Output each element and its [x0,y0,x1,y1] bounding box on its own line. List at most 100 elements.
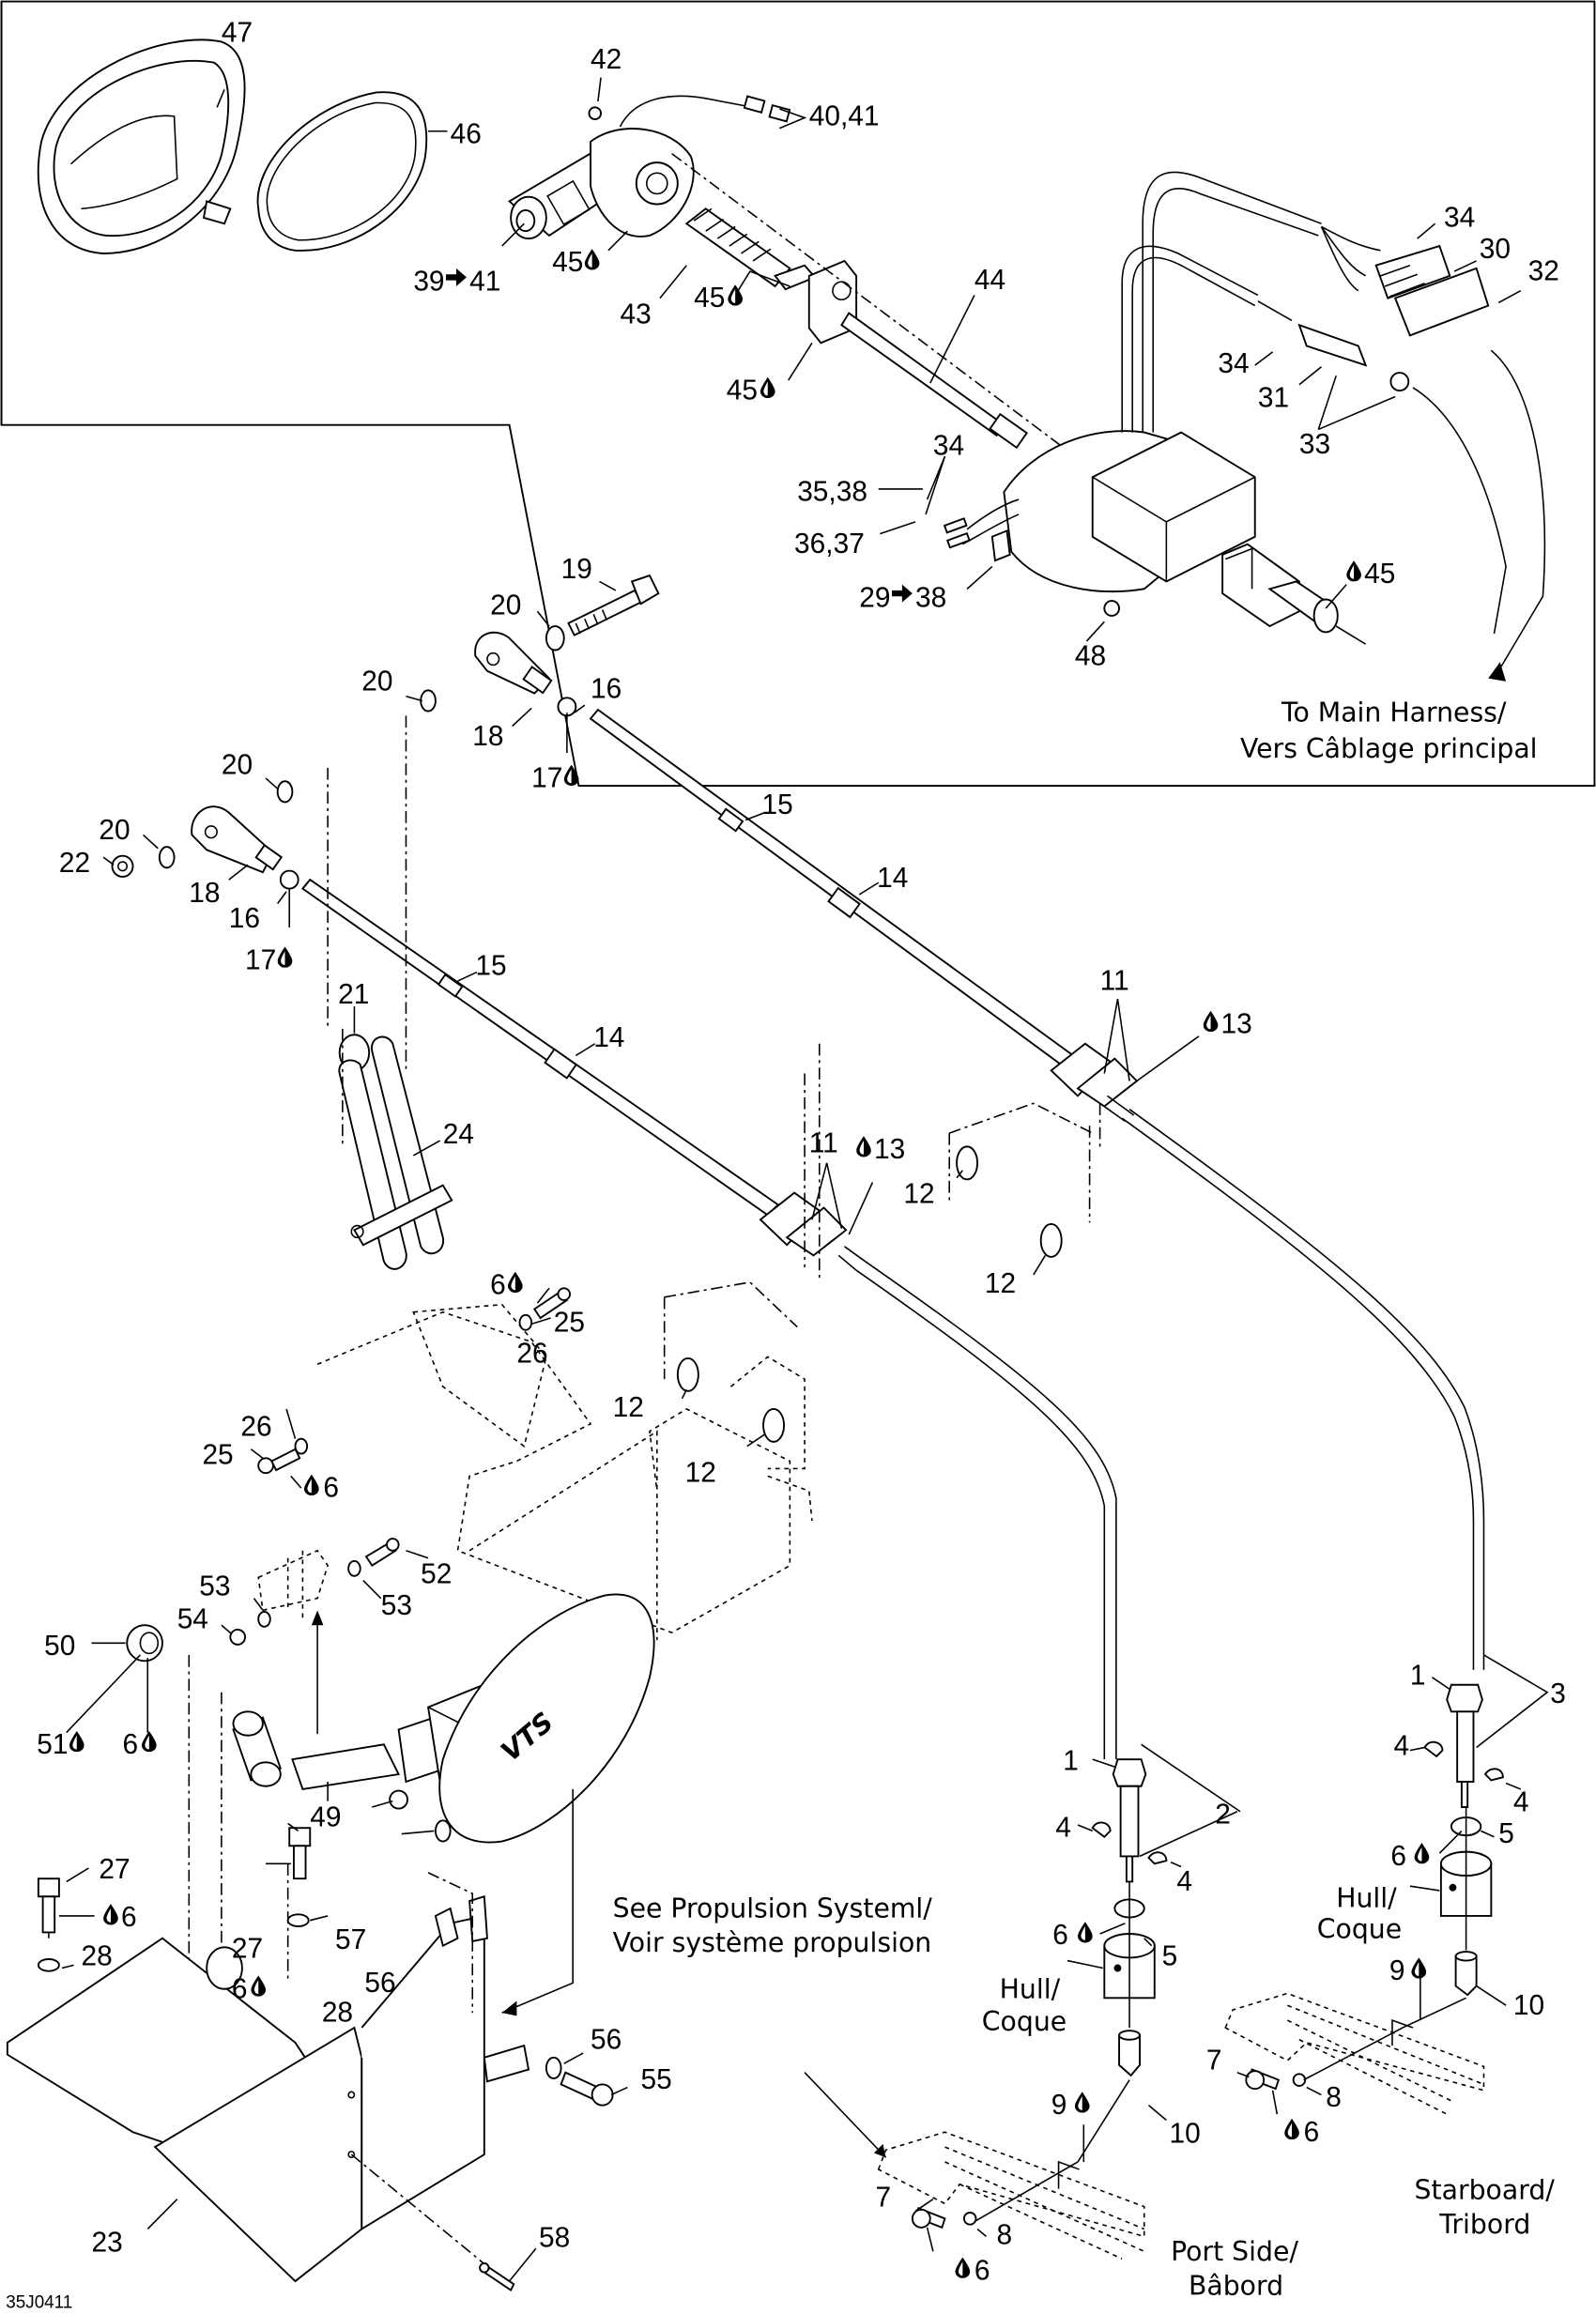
callout-20-b: 20 [361,666,392,697]
callout-43: 43 [620,299,651,330]
callout-9-b: 9 [1389,1955,1427,1986]
leader-lines [58,77,1522,2282]
callout-45-d: 45 [1346,559,1395,590]
callout-6-f: 6 [1052,1920,1093,1951]
callout-4-a: 4 [1055,1813,1071,1844]
part-52-bolt [364,1538,400,1567]
part-53-washer-a [347,1559,361,1577]
drop-icon [1284,2118,1299,2140]
drop-icon [563,764,579,787]
callout-27-a: 27 [99,1854,130,1885]
drawing-code: 35J0411 [6,2293,72,2313]
callout-6-c: 6 [123,1729,157,1760]
svg-text:6: 6 [232,1973,248,2004]
svg-text:6: 6 [1390,1841,1406,1872]
note-propulsion-en: See Propulsion Systeml/ [613,1893,933,1923]
part-56-washer-a [434,1819,452,1843]
svg-text:6: 6 [490,1269,506,1300]
callout-4-d: 4 [1513,1787,1529,1818]
callout-25-a: 25 [554,1307,585,1338]
callout-19: 19 [561,554,592,585]
part-53-washer-b [257,1610,271,1628]
drop-icon [251,1975,267,1997]
part-18-rod-end-b [191,805,284,874]
callout-6-d: 6 [103,1902,137,1933]
part-27-bolt-a [37,1877,60,1934]
drop-icon [1078,1922,1093,1943]
callout-29-to-38: 29 38 [859,582,946,613]
note-hull-port-en: Hull/ [1000,1973,1061,2004]
callout-45-b: 45 [694,283,744,314]
drop-icon [303,1474,319,1496]
callout-6-e: 6 [232,1973,267,2004]
part-12-washer-c [676,1356,699,1392]
callout-7-b: 7 [1206,2045,1222,2076]
callout-26-a: 26 [516,1339,547,1370]
part-15-14-cable-b [301,878,1117,1760]
callout-42: 42 [591,44,622,75]
vts-shifter-assembly: VTS [291,1593,655,1844]
part-49-bushing [232,1710,282,1787]
callout-12-c: 12 [613,1392,644,1423]
part-50-nut [126,1624,163,1663]
callout-3: 3 [1550,1678,1566,1709]
svg-text:45: 45 [552,247,583,278]
port-cable-end [911,1743,1241,2230]
callout-24: 24 [443,1119,474,1150]
drop-icon [955,2257,971,2278]
callout-6-h: 6 [1390,1841,1430,1872]
callout-53-a: 53 [199,1571,230,1601]
callout-1-a: 1 [1063,1745,1079,1776]
callout-45-a: 45 [552,247,600,278]
note-starboard-en: Starboard/ [1415,2175,1556,2206]
note-port-side-fr: Bâbord [1189,2270,1283,2301]
callout-15-a: 15 [761,789,792,820]
callout-23: 23 [92,2227,123,2258]
callout-5-a: 5 [1162,1940,1178,1971]
part-20-washer-d [276,780,294,804]
callout-15-b: 15 [475,951,506,982]
svg-text:6: 6 [123,1729,139,1760]
note-starboard-fr: Tribord [1438,2209,1530,2240]
callout-31: 31 [1258,382,1289,413]
callout-1-b: 1 [1410,1661,1426,1692]
drop-icon [1411,1957,1427,1979]
callout-12-d: 12 [685,1458,716,1489]
drop-icon [584,249,600,270]
drop-icon [1346,560,1361,582]
callout-9-a: 9 [1051,2090,1090,2121]
part-20-washer-c [158,846,176,869]
part-12-washer-b [1039,1223,1063,1258]
part-52-54-linkage-phantom [257,1549,329,1618]
callout-2: 2 [1215,1799,1231,1830]
callout-52: 52 [421,1559,452,1590]
note-main-harness-en: To Main Harness/ [1281,697,1507,728]
svg-text:45: 45 [727,375,758,406]
callout-58: 58 [539,2222,570,2253]
svg-text:6: 6 [121,1902,137,1933]
callout-35-38: 35,38 [797,477,867,508]
part-16-nut-b [279,869,299,890]
part-22-nut [111,854,134,878]
starboard-cable-end [1245,1654,1549,2091]
callout-17-a: 17 [531,762,579,794]
callout-34-b: 34 [1218,348,1249,379]
callout-57: 57 [335,1924,366,1955]
note-propulsion-fr: Voir système propulsion [613,1927,932,1958]
callout-18-a: 18 [472,721,503,752]
callout-17-b: 17 [245,944,293,975]
callout-47: 47 [222,17,253,48]
callout-6-b: 6 [303,1472,339,1504]
callout-45-c: 45 [727,375,775,406]
callout-33: 33 [1299,429,1330,460]
drop-icon [1203,1010,1219,1033]
note-hull-stbd-en: Hull/ [1336,1882,1397,1913]
svg-text:17: 17 [531,762,562,793]
drop-icon [103,1904,118,1925]
drop-icon [1414,1843,1430,1864]
callout-44: 44 [974,265,1005,296]
part-46-gasket [256,91,428,252]
part-18-rod-end-a [474,631,553,695]
callout-16-a: 16 [591,673,622,704]
drop-icon [856,1136,871,1157]
